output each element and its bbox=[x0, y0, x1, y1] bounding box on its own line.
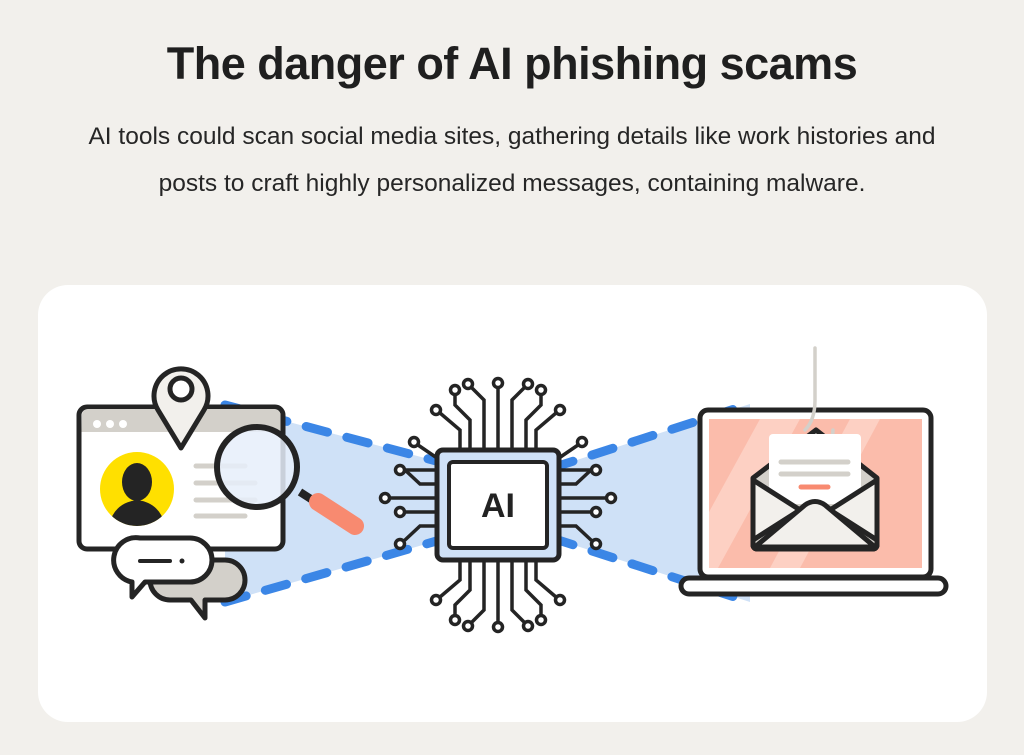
chip-label: AI bbox=[481, 487, 515, 525]
avatar-icon bbox=[100, 452, 174, 526]
location-pin-icon bbox=[151, 366, 211, 451]
page-title: The danger of AI phishing scams bbox=[166, 38, 858, 89]
magnifying-glass-icon bbox=[214, 424, 364, 535]
ai-chip-icon bbox=[378, 376, 618, 634]
chat-bubbles-icon bbox=[111, 535, 248, 621]
page-subtitle: AI tools could scan social media sites, … bbox=[88, 123, 936, 197]
envelope-icon bbox=[750, 427, 880, 552]
